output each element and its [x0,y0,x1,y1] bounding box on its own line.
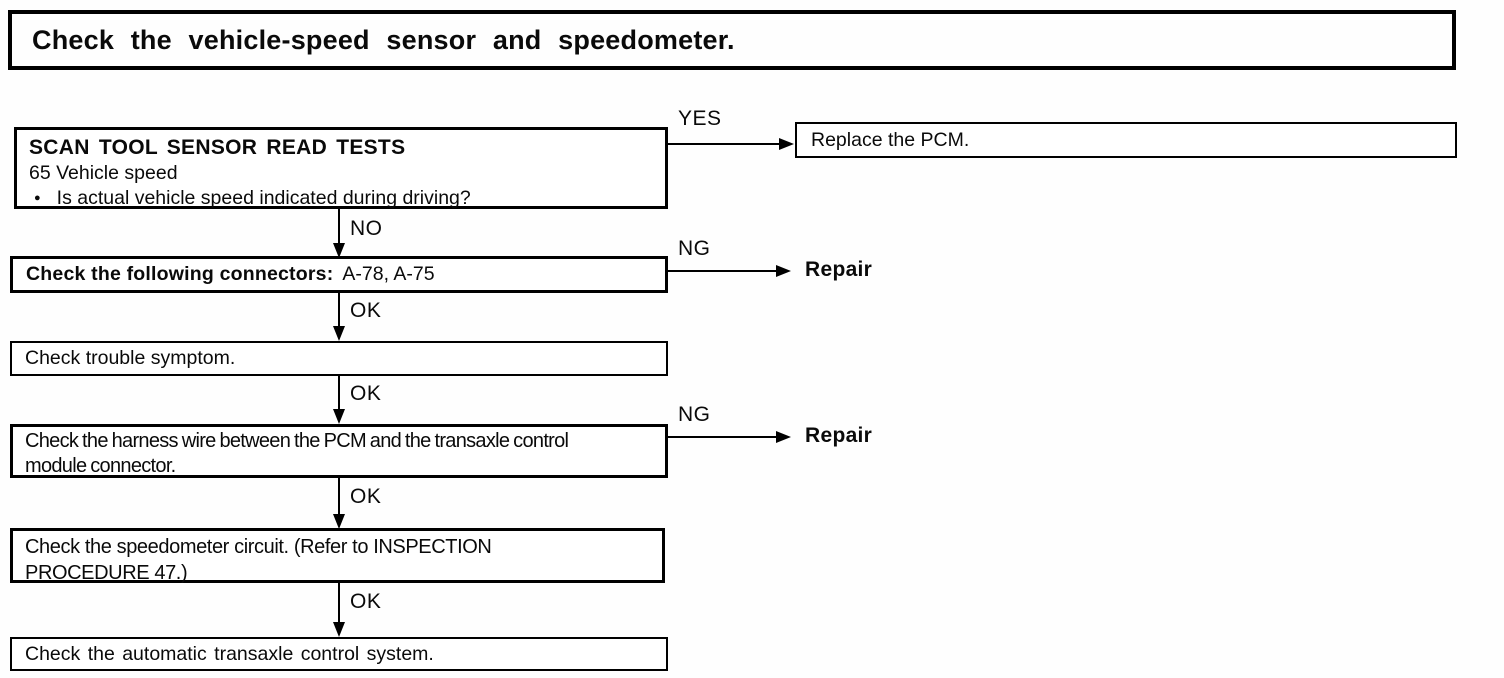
node-check-harness-wire: Check the harness wire between the PCM a… [10,424,668,478]
branch-label-ok1: OK [350,299,382,322]
branch-label-ng-harness: NG [678,403,711,426]
replace-pcm-text: Replace the PCM. [811,128,970,151]
arrow-line-yes [667,143,780,145]
branch-label-no: NO [350,217,383,240]
node-check-speedometer-circuit: Check the speedometer circuit. (Refer to… [10,528,665,584]
scan-tool-subline: 65 Vehicle speed [29,162,178,184]
arrowhead-down-icon [333,409,345,424]
node-check-connectors: Check the following connectors: A-78, A-… [10,256,668,293]
scan-tool-question: Is actual vehicle speed indicated during… [56,187,471,209]
arrowhead-down-icon [333,243,345,258]
arrow-line-ok1 [338,293,340,328]
arrowhead-right-icon [779,138,794,150]
transaxle-text: Check the automatic transaxle control sy… [25,642,434,665]
node-scan-tool-test: SCAN TOOL SENSOR READ TESTS 65 Vehicle s… [14,127,668,209]
node-check-transaxle-system: Check the automatic transaxle control sy… [10,637,668,671]
speedometer-line2: PROCEDURE 47.) [25,562,188,584]
action-repair-harness: Repair [805,424,873,447]
bullet-icon: ● [34,192,41,204]
branch-label-yes: YES [678,107,722,130]
arrowhead-down-icon [333,326,345,341]
branch-label-ok2: OK [350,382,382,405]
arrowhead-right-icon [776,265,791,277]
harness-line2: module connector. [25,455,176,477]
arrow-line-ng-harness [667,436,777,438]
trouble-symptom-text: Check trouble symptom. [25,347,236,369]
scan-tool-heading: SCAN TOOL SENSOR READ TESTS [29,136,406,159]
arrow-line-no [338,209,340,246]
node-replace-pcm: Replace the PCM. [795,122,1457,158]
branch-label-ng-connectors: NG [678,237,711,260]
connectors-label-bold: Check the following connectors: [26,263,334,285]
arrow-line-ng-connectors [667,270,777,272]
arrow-line-ok4 [338,583,340,624]
arrowhead-right-icon [776,431,791,443]
arrow-line-ok3 [338,478,340,516]
action-repair-connectors: Repair [805,258,873,281]
branch-label-ok4: OK [350,590,382,613]
title-box: Check the vehicle-speed sensor and speed… [8,10,1456,70]
connectors-label-value: A-78, A-75 [342,263,435,285]
speedometer-line1: Check the speedometer circuit. (Refer to… [25,536,492,558]
arrowhead-down-icon [333,622,345,637]
node-check-trouble-symptom: Check trouble symptom. [10,341,668,376]
arrowhead-down-icon [333,514,345,529]
arrow-line-ok2 [338,376,340,411]
branch-label-ok3: OK [350,485,382,508]
page-title: Check the vehicle-speed sensor and speed… [32,24,735,55]
harness-line1: Check the harness wire between the PCM a… [25,430,569,452]
